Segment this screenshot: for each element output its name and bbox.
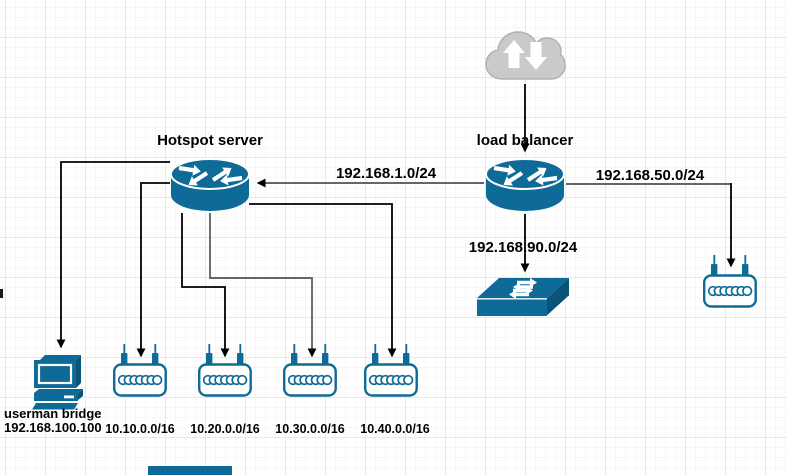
edge-hotspot-to-ap1[interactable] xyxy=(136,182,170,358)
internet-cloud-node[interactable] xyxy=(484,27,567,83)
userman-bridge-label[interactable]: userman bridge 192.168.100.100 xyxy=(4,407,102,435)
access-point-1-node[interactable] xyxy=(113,344,167,397)
userman-bridge-name: userman bridge xyxy=(4,406,102,421)
right-access-point-node[interactable] xyxy=(703,255,757,308)
edge-hotspot-to-userman[interactable] xyxy=(56,161,170,349)
left-edge-clipped-mark xyxy=(0,289,3,298)
switch-node[interactable] xyxy=(477,276,569,318)
hotspot-server-node[interactable] xyxy=(170,158,250,212)
access-point-icon xyxy=(113,344,167,397)
cloud-icon xyxy=(485,31,566,80)
hotspot-server-label[interactable]: Hotspot server xyxy=(157,132,263,149)
load-balancer-label[interactable]: load balancer xyxy=(476,132,574,149)
access-point-4-node[interactable] xyxy=(364,344,418,397)
router-icon xyxy=(485,158,565,211)
userman-bridge-node[interactable] xyxy=(32,352,88,410)
ap1-subnet-label[interactable]: 10.10.0.0/16 xyxy=(105,422,175,436)
edge-hotspot-to-ap3[interactable] xyxy=(209,213,317,358)
load-balancer-node[interactable] xyxy=(485,158,565,212)
access-point-icon xyxy=(703,255,757,308)
access-point-2-node[interactable] xyxy=(198,344,252,397)
ap3-subnet-label[interactable]: 10.30.0.0/16 xyxy=(275,422,345,436)
link-label-192-168-50[interactable]: 192.168.50.0/24 xyxy=(595,167,705,184)
upload-arrow-glyph xyxy=(503,40,525,68)
edge-hotspot-to-ap2[interactable] xyxy=(181,213,230,358)
bottom-edge-clipped-shape xyxy=(148,466,232,475)
access-point-3-node[interactable] xyxy=(283,344,337,397)
workstation-icon xyxy=(32,355,83,410)
edge-hotspot-to-ap4[interactable] xyxy=(249,203,397,358)
router-icon xyxy=(170,158,250,211)
link-label-192-168-90[interactable]: 192.168.90.0/24 xyxy=(468,239,578,256)
ap4-subnet-label[interactable]: 10.40.0.0/16 xyxy=(360,422,430,436)
access-point-icon xyxy=(198,344,252,397)
ap2-subnet-label[interactable]: 10.20.0.0/16 xyxy=(190,422,260,436)
link-label-192-168-1[interactable]: 192.168.1.0/24 xyxy=(335,165,437,182)
access-point-icon xyxy=(283,344,337,397)
access-point-icon xyxy=(364,344,418,397)
userman-bridge-ip: 192.168.100.100 xyxy=(4,420,102,435)
switch-icon xyxy=(477,278,569,317)
download-arrow-glyph xyxy=(525,42,547,70)
